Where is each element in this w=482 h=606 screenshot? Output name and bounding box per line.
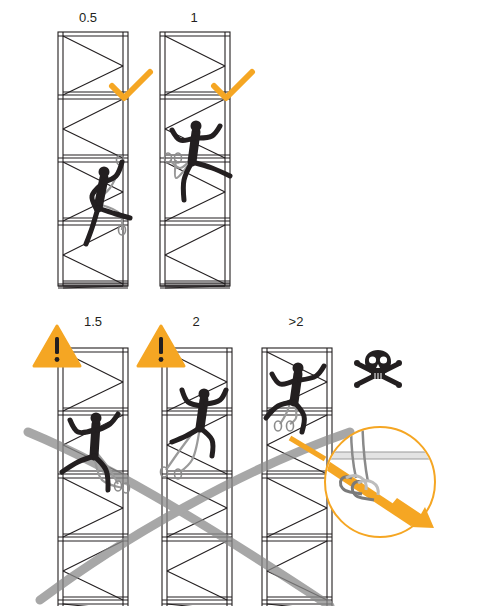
climber-figure (62, 413, 130, 494)
scaffold-tower (160, 32, 230, 288)
climber-figure (266, 363, 324, 433)
climber-figure (161, 389, 227, 480)
fall-factor-label: 1 (188, 11, 199, 24)
climbers (62, 121, 324, 494)
skull-crossbones (354, 350, 402, 388)
check-mark (112, 72, 252, 98)
zoom-detail (290, 400, 450, 540)
fall-factor-label: 2 (190, 315, 201, 328)
climber-figure (165, 121, 231, 201)
scaffold-tower (162, 348, 232, 606)
fall-factor-label: >2 (287, 315, 306, 328)
warning-triangle (34, 326, 184, 366)
scaffold-tower (58, 32, 128, 288)
fall-factor-label: 0.5 (77, 11, 99, 24)
cross-out-mark (28, 432, 350, 606)
fall-factor-label: 1.5 (82, 315, 104, 328)
climber-figure (86, 155, 130, 244)
